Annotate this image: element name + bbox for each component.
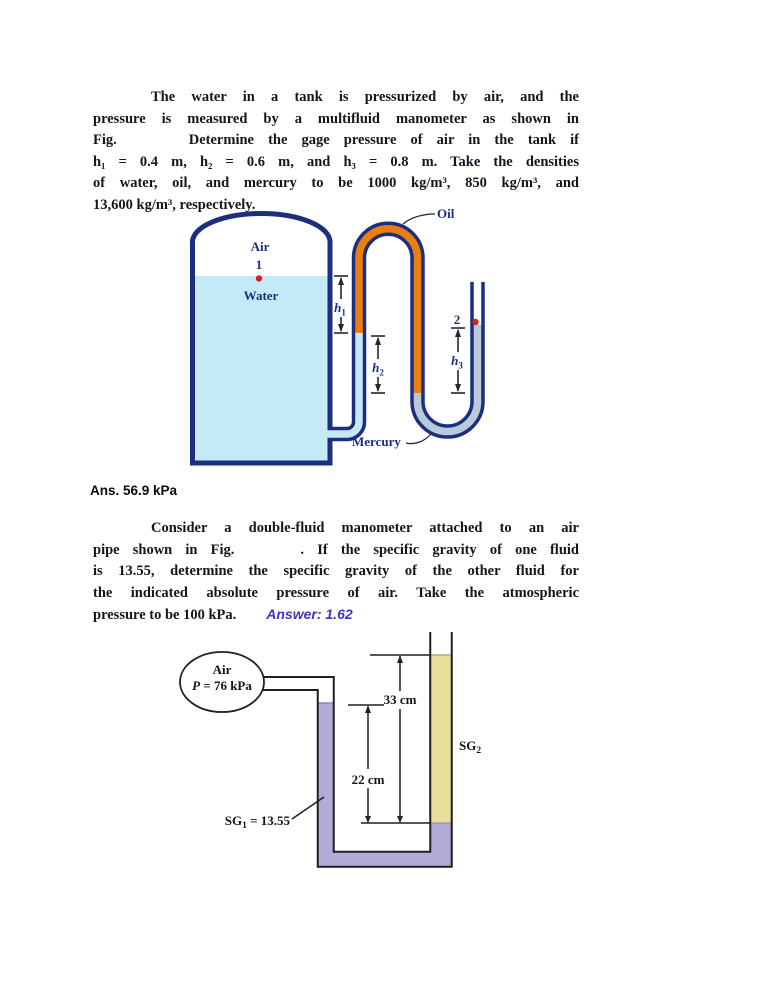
air-pipe-bulb bbox=[179, 651, 265, 713]
label-water: Water bbox=[244, 288, 279, 303]
fig-ref: Fig. bbox=[93, 132, 117, 148]
arrow-down bbox=[365, 816, 371, 823]
text-line: The water in a tank is pressurized by ai… bbox=[151, 89, 579, 105]
arrow-down bbox=[375, 384, 381, 392]
arrow-down bbox=[397, 816, 403, 823]
tank-water-fill bbox=[195, 276, 328, 461]
figure1-svg: h1 h2 h3 1 2 Air Water bbox=[190, 206, 485, 466]
oil-pointer-line bbox=[402, 213, 435, 225]
manometer-tube-outline bbox=[328, 221, 485, 442]
text-line: Fig. Determine the gage pressure of air i… bbox=[93, 130, 579, 152]
arrow-up bbox=[365, 705, 371, 713]
label-h3: h3 bbox=[451, 353, 463, 371]
point1-marker bbox=[255, 275, 263, 282]
text-segment: . If the specific gravity of one fluid bbox=[300, 541, 579, 558]
water-column bbox=[325, 332, 363, 438]
mercury-pointer-line bbox=[405, 433, 432, 445]
dimension-22cm bbox=[348, 704, 384, 822]
text-segment: Determine the gage pressure of air in th… bbox=[188, 132, 579, 148]
arrow-up bbox=[338, 277, 344, 285]
label-oil: Oil bbox=[437, 206, 455, 221]
dimension-33cm bbox=[370, 654, 431, 822]
problem1-answer: Ans. 56.9 kPa bbox=[90, 483, 178, 498]
text-line: of water, oil, and mercury to be 1000 kg… bbox=[93, 175, 579, 191]
arrow-up bbox=[375, 337, 381, 345]
label-sg2: SG2 bbox=[459, 738, 481, 756]
sg1-pointer-line bbox=[291, 796, 325, 820]
figure2-svg: Air P = 76 kPa 22 cm 33 cm SG1 = 13.55 bbox=[179, 632, 481, 868]
arrow-down bbox=[455, 384, 461, 392]
label-point2: 2 bbox=[454, 312, 461, 327]
oil-column bbox=[355, 225, 422, 393]
figure-2-double-fluid-manometer: Air P = 76 kPa 22 cm 33 cm SG1 = 13.55 bbox=[178, 628, 493, 890]
label-pressure: P = 76 kPa bbox=[192, 678, 252, 693]
text-line: 13,600 kg/m³, respectively. bbox=[93, 196, 256, 213]
text-line: pressure is measured by a multifluid man… bbox=[93, 110, 579, 127]
fluid2-yellow-fill bbox=[430, 655, 452, 823]
label-air: Air bbox=[213, 662, 232, 677]
label-22cm: 22 cm bbox=[352, 772, 385, 787]
label-air: Air bbox=[251, 239, 270, 254]
label-h2: h2 bbox=[372, 360, 384, 378]
text-line: Consider a double-fluid manometer attach… bbox=[151, 520, 579, 536]
figure-1-multifluid-manometer: h1 h2 h3 1 2 Air Water bbox=[183, 200, 523, 472]
arrow-up bbox=[397, 655, 403, 663]
arrow-down bbox=[338, 324, 344, 332]
text-line: is 13.55, determine the specific gravity… bbox=[93, 563, 579, 579]
arrow-up bbox=[455, 329, 461, 337]
label-mercury: Mercury bbox=[352, 434, 401, 449]
text-line: h₁ = 0.4 m, h₂ = 0.6 m, and h₃ = 0.8 m. … bbox=[93, 153, 579, 170]
label-h1: h1 bbox=[334, 300, 346, 318]
text-line: pipe shown in Fig. . If the specific grav… bbox=[93, 540, 579, 562]
fig-ref: pipe shown in Fig. bbox=[93, 541, 235, 558]
u-tube-inner-wall bbox=[254, 632, 432, 853]
text-line: pressure to be 100 kPa. Answer: 1.62 bbox=[93, 604, 579, 626]
text-line: the indicated absolute pressure of air. … bbox=[93, 584, 579, 601]
label-33cm: 33 cm bbox=[384, 692, 417, 707]
problem2-answer: Answer: 1.62 bbox=[266, 606, 353, 622]
label-point1: 1 bbox=[256, 257, 263, 272]
mercury-column bbox=[413, 324, 482, 436]
problem2-paragraph: Consider a double-fluid manometer attach… bbox=[93, 518, 579, 626]
problem1-paragraph: The water in a tank is pressurized by ai… bbox=[93, 87, 579, 216]
fluid1-purple-fill bbox=[317, 703, 452, 867]
text-segment: pressure to be 100 kPa. bbox=[93, 607, 237, 623]
point2-marker bbox=[472, 318, 479, 326]
label-sg1: SG1 = 13.55 bbox=[225, 813, 291, 831]
u-tube-outer-wall bbox=[254, 632, 453, 868]
